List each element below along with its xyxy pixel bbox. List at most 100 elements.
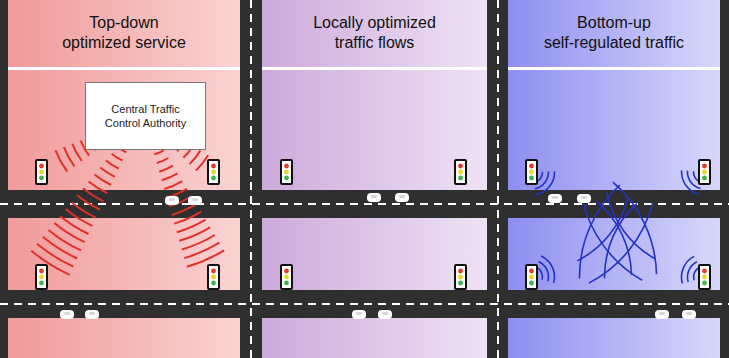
peer-signal-wave	[597, 201, 632, 275]
city-block	[8, 0, 240, 190]
city-block	[8, 318, 240, 358]
control-signal-wave	[159, 166, 173, 172]
car-body	[378, 310, 392, 319]
light-lamp	[458, 170, 463, 175]
panel-heading: Bottom-up self-regulated traffic	[538, 13, 690, 53]
light-housing	[36, 265, 47, 289]
light-lamp	[39, 164, 44, 169]
light-lamp	[39, 281, 44, 286]
car-window	[356, 312, 362, 315]
traffic-light	[526, 160, 537, 184]
light-lamp	[39, 269, 44, 274]
control-signal-wave	[174, 212, 201, 224]
control-signal-wave	[177, 220, 206, 233]
car-window	[192, 198, 198, 201]
control-signal-wave	[106, 161, 119, 169]
control-signal-wave	[49, 230, 82, 251]
car	[367, 193, 381, 202]
light-housing	[455, 160, 466, 184]
control-signal-wave	[64, 147, 75, 166]
car-window	[659, 312, 665, 315]
light-lamp	[39, 170, 44, 175]
car-body	[85, 310, 99, 319]
light-lamp	[702, 281, 707, 286]
city-block	[508, 318, 720, 358]
control-signal-wave	[112, 154, 123, 161]
light-lamp	[458, 275, 463, 280]
car-body	[682, 310, 696, 319]
light-housing	[699, 265, 710, 289]
peer-signal-wave	[687, 262, 696, 282]
lane-marking	[0, 303, 729, 305]
car	[655, 310, 669, 319]
control-signal-wave	[89, 181, 108, 193]
car	[85, 310, 99, 319]
light-lamp	[529, 269, 534, 274]
light-lamp	[702, 269, 707, 274]
light-lamp	[211, 164, 216, 169]
car-body	[165, 196, 179, 205]
car-window	[64, 312, 70, 315]
traffic-light	[208, 160, 219, 184]
light-lamp	[39, 176, 44, 181]
peer-signal-wave	[541, 256, 554, 283]
light-lamp	[702, 176, 707, 181]
light-lamp	[458, 281, 463, 286]
lane-marking	[250, 0, 252, 358]
light-housing	[208, 265, 219, 289]
panel-heading: Top-down optimized service	[58, 13, 190, 53]
light-lamp	[284, 164, 289, 169]
car-body	[395, 193, 409, 202]
car	[60, 310, 74, 319]
lane-marking	[0, 203, 729, 205]
control-signal-wave	[56, 150, 68, 171]
city-block	[508, 0, 720, 190]
light-housing	[699, 160, 710, 184]
control-signal-wave	[77, 195, 100, 209]
heading-band: Bottom-up self-regulated traffic	[508, 0, 720, 70]
light-lamp	[529, 275, 534, 280]
control-signal-wave	[172, 204, 197, 215]
light-lamp	[211, 275, 216, 280]
control-box: Central Traffic Control Authority	[85, 82, 206, 150]
traffic-light	[208, 265, 219, 289]
heading-band: Locally optimized traffic flows	[262, 0, 487, 70]
control-signal-wave	[196, 155, 208, 170]
light-lamp	[284, 176, 289, 181]
signal-waves	[31, 131, 702, 284]
light-housing	[36, 160, 47, 184]
car-window	[371, 195, 377, 198]
light-lamp	[284, 275, 289, 280]
traffic-light	[281, 265, 292, 289]
control-signal-wave	[54, 223, 84, 242]
car-body	[367, 193, 381, 202]
light-lamp	[702, 275, 707, 280]
light-lamp	[211, 281, 216, 286]
car	[682, 310, 696, 319]
peer-signal-wave	[604, 203, 636, 278]
light-lamp	[211, 269, 216, 274]
light-lamp	[284, 281, 289, 286]
car-body	[188, 196, 202, 205]
cars	[60, 193, 696, 319]
region-panel: Bottom-up self-regulated traffic	[508, 0, 720, 358]
peer-signal-wave	[607, 193, 655, 259]
peer-signal-wave	[682, 170, 699, 194]
control-signal-wave	[37, 244, 73, 267]
light-lamp	[702, 164, 707, 169]
car-window	[382, 312, 388, 315]
region-panel: Top-down optimized serviceCentral Traffi…	[8, 0, 240, 358]
car	[165, 196, 179, 205]
car-window	[89, 312, 95, 315]
car	[395, 193, 409, 202]
control-signal-wave	[95, 175, 112, 186]
light-housing	[455, 265, 466, 289]
control-signal-wave	[100, 168, 115, 177]
city-block	[262, 0, 487, 190]
light-housing	[281, 265, 292, 289]
light-lamp	[458, 176, 463, 181]
control-signal-wave	[43, 237, 77, 259]
